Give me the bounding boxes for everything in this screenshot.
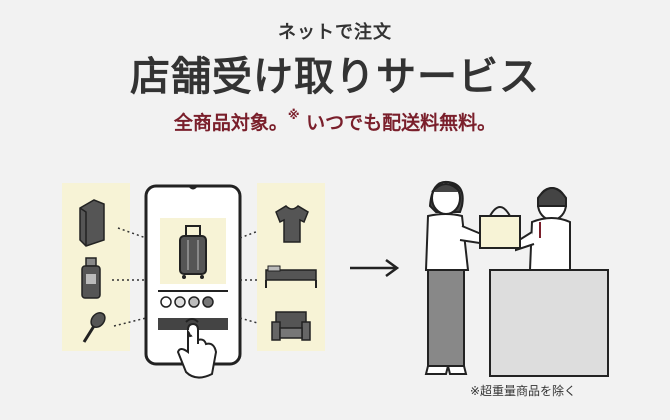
header-eyebrow: ネットで注文 <box>278 22 392 43</box>
spoon-icon <box>82 312 106 343</box>
store-pickup-scene <box>424 180 609 377</box>
color-swatch-icon <box>160 296 214 308</box>
subtitle-part1: 全商品対象。 <box>173 112 288 134</box>
subtitle-mark: ※ <box>287 108 300 122</box>
armchair-icon <box>271 311 311 341</box>
suitcase-icon <box>179 225 207 279</box>
tshirt-icon <box>275 205 309 243</box>
subtitle-part2: いつでも配送料無料。 <box>299 112 497 134</box>
footnote: ※超重量商品を除く <box>470 384 577 398</box>
page-title: 店舗受け取りサービス <box>130 54 540 100</box>
box-file-icon <box>79 199 105 247</box>
bottle-icon <box>81 257 101 299</box>
tap-hand-icon <box>176 318 218 379</box>
bed-icon <box>265 265 317 288</box>
page-subtitle: 全商品対象。※ いつでも配送料無料。 <box>0 108 670 135</box>
arrow-right-icon <box>350 258 400 278</box>
